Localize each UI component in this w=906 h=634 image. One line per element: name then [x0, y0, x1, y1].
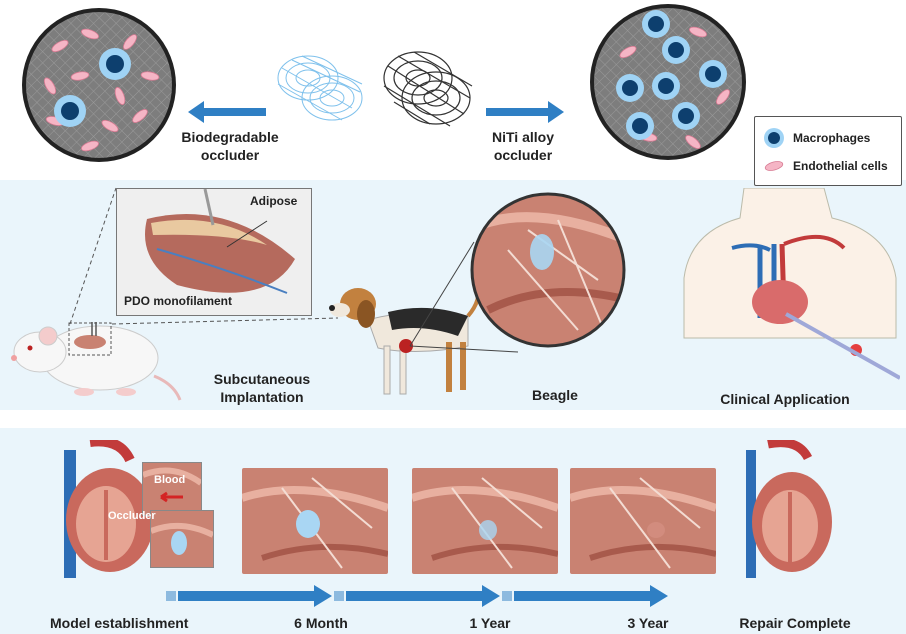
legend-row-endothelial: Endothelial cells: [763, 155, 888, 177]
occluder-inset: [150, 510, 214, 568]
timeline-arrow-2: [334, 585, 500, 607]
timeline-label-1-year: 1 Year: [469, 615, 511, 631]
rat-illustration: [11, 325, 182, 401]
beagle-zoom-lines: [409, 241, 519, 353]
subcutaneous-implantation-label: Subcutaneous Implantation: [213, 371, 311, 405]
timeline-label-6-month: 6 Month: [294, 615, 348, 631]
beagle-heart-zoom: [470, 192, 626, 348]
niti-tissue-circle: [590, 4, 746, 160]
clinical-application-label: Clinical Application: [720, 391, 850, 407]
niti-occluder-icon: [383, 51, 473, 127]
clinical-torso-illustration: [683, 188, 900, 380]
biodegradable-occluder-icon: [277, 55, 363, 121]
beagle-illustration: [329, 281, 481, 395]
repaired-heart-illustration: [746, 440, 832, 578]
macrophage-icon: [764, 128, 784, 148]
timeline-arrow-1: [166, 585, 332, 607]
blood-label: Blood: [154, 474, 186, 486]
zoom-lines: [69, 187, 339, 325]
arrow-left-icon: [188, 101, 266, 123]
tissue-inset: [116, 188, 312, 316]
timeline-label-repair: Repair Complete: [739, 615, 851, 631]
arrow-right-icon: [486, 101, 564, 123]
adipose-label: Adipose: [250, 194, 298, 208]
biodegradable-occluder-label: Biodegradable occluder: [181, 129, 279, 163]
niti-occluder-label: NiTi alloy occluder: [492, 129, 554, 163]
stage-image-1-year: [412, 468, 558, 574]
timeline-arrow-3: [502, 585, 668, 607]
legend-macrophages-label: Macrophages: [793, 131, 871, 145]
endothelial-cell-icon: [764, 161, 784, 171]
stage-image-3-year: [570, 468, 716, 574]
blood-inset: [142, 462, 202, 516]
legend: Macrophages Endothelial cells: [754, 116, 902, 186]
timeline-label-3-year: 3 Year: [627, 615, 669, 631]
model-heart-illustration: [64, 440, 154, 578]
biodegradable-tissue-circle: [22, 8, 176, 162]
timeline-label-model: Model establishment: [50, 615, 189, 631]
pdo-monofilament-label: PDO monofilament: [124, 294, 233, 308]
legend-row-macrophages: Macrophages: [763, 127, 870, 149]
legend-endothelial-label: Endothelial cells: [793, 159, 888, 173]
implant-site-icon: [68, 322, 112, 356]
beagle-label: Beagle: [532, 387, 578, 403]
stage-image-6-month: [242, 468, 388, 574]
occluder-label: Occluder: [108, 510, 156, 522]
